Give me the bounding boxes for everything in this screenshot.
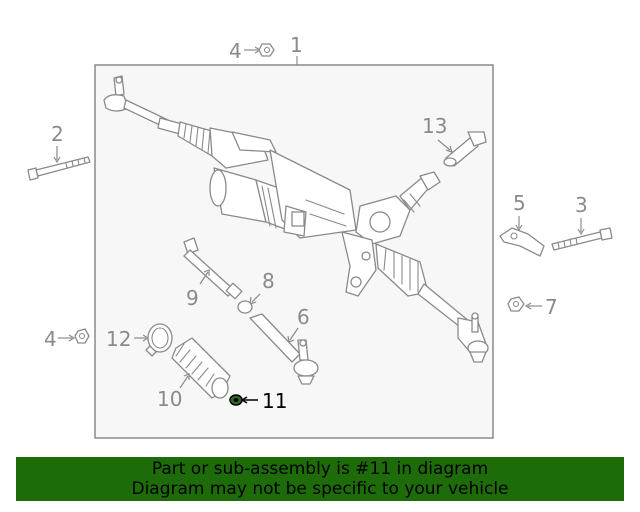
callout-6[interactable]: 6 [287,305,310,343]
callout-5[interactable]: 5 [513,191,526,232]
callout-3[interactable]: 3 [575,193,588,236]
banner-line-2: Diagram may not be specific to your vehi… [131,479,509,499]
svg-text:7: 7 [545,295,558,319]
nut-7 [507,296,525,312]
banner-line-1: Part or sub-assembly is #11 in diagram [151,459,489,479]
svg-text:10: 10 [157,387,182,411]
bracket-5 [499,227,545,257]
callout-9[interactable]: 9 [186,269,210,310]
callout-10[interactable]: 10 [157,373,190,411]
callout-11[interactable]: 11 [240,389,287,413]
clamp-12 [145,323,173,357]
svg-text:5: 5 [513,191,526,215]
clip-11-highlighted[interactable] [229,394,243,406]
bolt-3 [551,227,613,251]
callout-7[interactable]: 7 [524,295,558,319]
bolt-2 [27,156,91,181]
callout-2[interactable]: 2 [51,122,64,164]
svg-text:1: 1 [290,33,303,57]
svg-text:12: 12 [106,327,131,351]
callout-4-top[interactable]: 4 [229,39,262,63]
callout-13[interactable]: 13 [422,114,453,153]
svg-text:3: 3 [575,193,588,217]
callout-12[interactable]: 12 [106,327,150,351]
boot-10 [171,337,231,399]
svg-text:6: 6 [297,305,310,329]
nut-4-top [258,43,275,57]
svg-text:11: 11 [262,389,287,413]
svg-text:13: 13 [422,114,447,138]
callout-4-left[interactable]: 4 [44,327,76,351]
svg-text:9: 9 [186,286,199,310]
sensor-13 [443,131,487,167]
svg-text:8: 8 [262,269,275,293]
nut-8 [237,300,253,314]
steering-rack-assembly [103,75,489,363]
callout-1[interactable]: 1 [290,33,303,65]
info-banner: Part or sub-assembly is #11 in diagram D… [16,457,624,501]
svg-text:4: 4 [229,39,242,63]
svg-text:4: 4 [44,327,57,351]
tie-rod-end-6 [249,313,319,385]
nut-4-left [74,328,90,344]
svg-text:2: 2 [51,122,64,146]
